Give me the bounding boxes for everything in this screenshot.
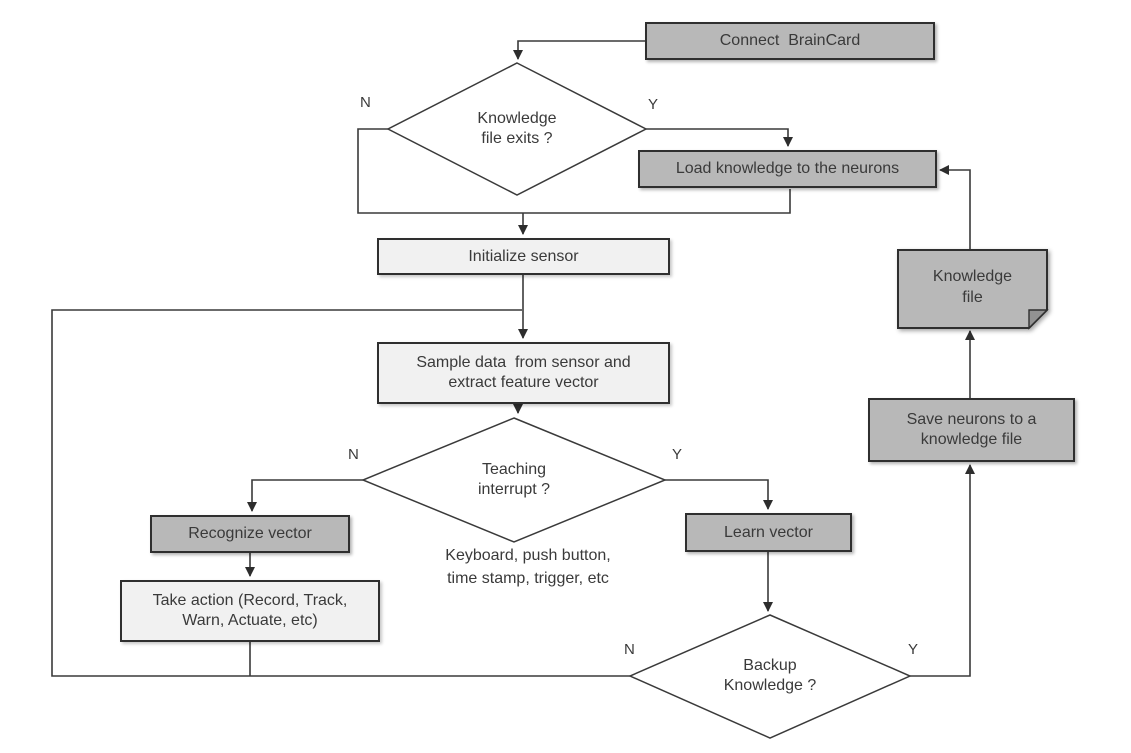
- diamond-backup-knowledge-shape: [628, 614, 912, 739]
- node-knowledge-file: Knowledge file: [932, 268, 1013, 306]
- node-sample-data: Sample data from sensor and extract feat…: [377, 342, 670, 404]
- annotation-teaching-sources: Keyboard, push button, time stamp, trigg…: [445, 547, 611, 588]
- edge-kf-no-merge: [357, 128, 791, 214]
- node-initialize-sensor: Initialize sensor: [377, 238, 670, 275]
- branch-label-teach-no: N: [348, 446, 359, 463]
- node-save-neurons: Save neurons to a knowledge file: [868, 398, 1075, 462]
- branch-label-kf-no: N: [360, 94, 371, 111]
- document-folded-corner: [1028, 309, 1049, 330]
- decision-knowledge-file-exists: Knowledge file exits ?: [477, 110, 557, 147]
- edge-backup-yes-to-save: [910, 464, 975, 677]
- node-recognize-vector: Recognize vector: [150, 515, 350, 553]
- branch-label-teach-yes: Y: [672, 446, 683, 463]
- edge-kf-yes-to-load: [646, 128, 793, 147]
- branch-label-backup-yes: Y: [908, 641, 919, 658]
- decision-backup-knowledge: Backup Knowledge ?: [723, 657, 817, 694]
- node-load-knowledge: Load knowledge to the neurons: [638, 150, 937, 188]
- branch-label-backup-no: N: [624, 641, 635, 658]
- edge-connect-to-kfdecision: [513, 40, 645, 60]
- connector-lines: [51, 40, 975, 677]
- edge-teach-yes-to-learn: [665, 479, 773, 510]
- node-take-action: Take action (Record, Track, Warn, Actuat…: [120, 580, 380, 642]
- edge-teach-no-to-recognize: [247, 479, 363, 512]
- edge-knowledgefile-to-load: [939, 165, 971, 250]
- edge-backup-no-loop: [51, 309, 630, 677]
- diamond-knowledge-file-exists-shape: [386, 62, 648, 196]
- branch-label-kf-yes: Y: [648, 96, 659, 113]
- node-connect-braincard: Connect BrainCard: [645, 22, 935, 60]
- diamond-teaching-interrupt-shape: [361, 417, 667, 543]
- node-learn-vector: Learn vector: [685, 513, 852, 552]
- decision-teaching-interrupt: Teaching interrupt ?: [477, 461, 551, 498]
